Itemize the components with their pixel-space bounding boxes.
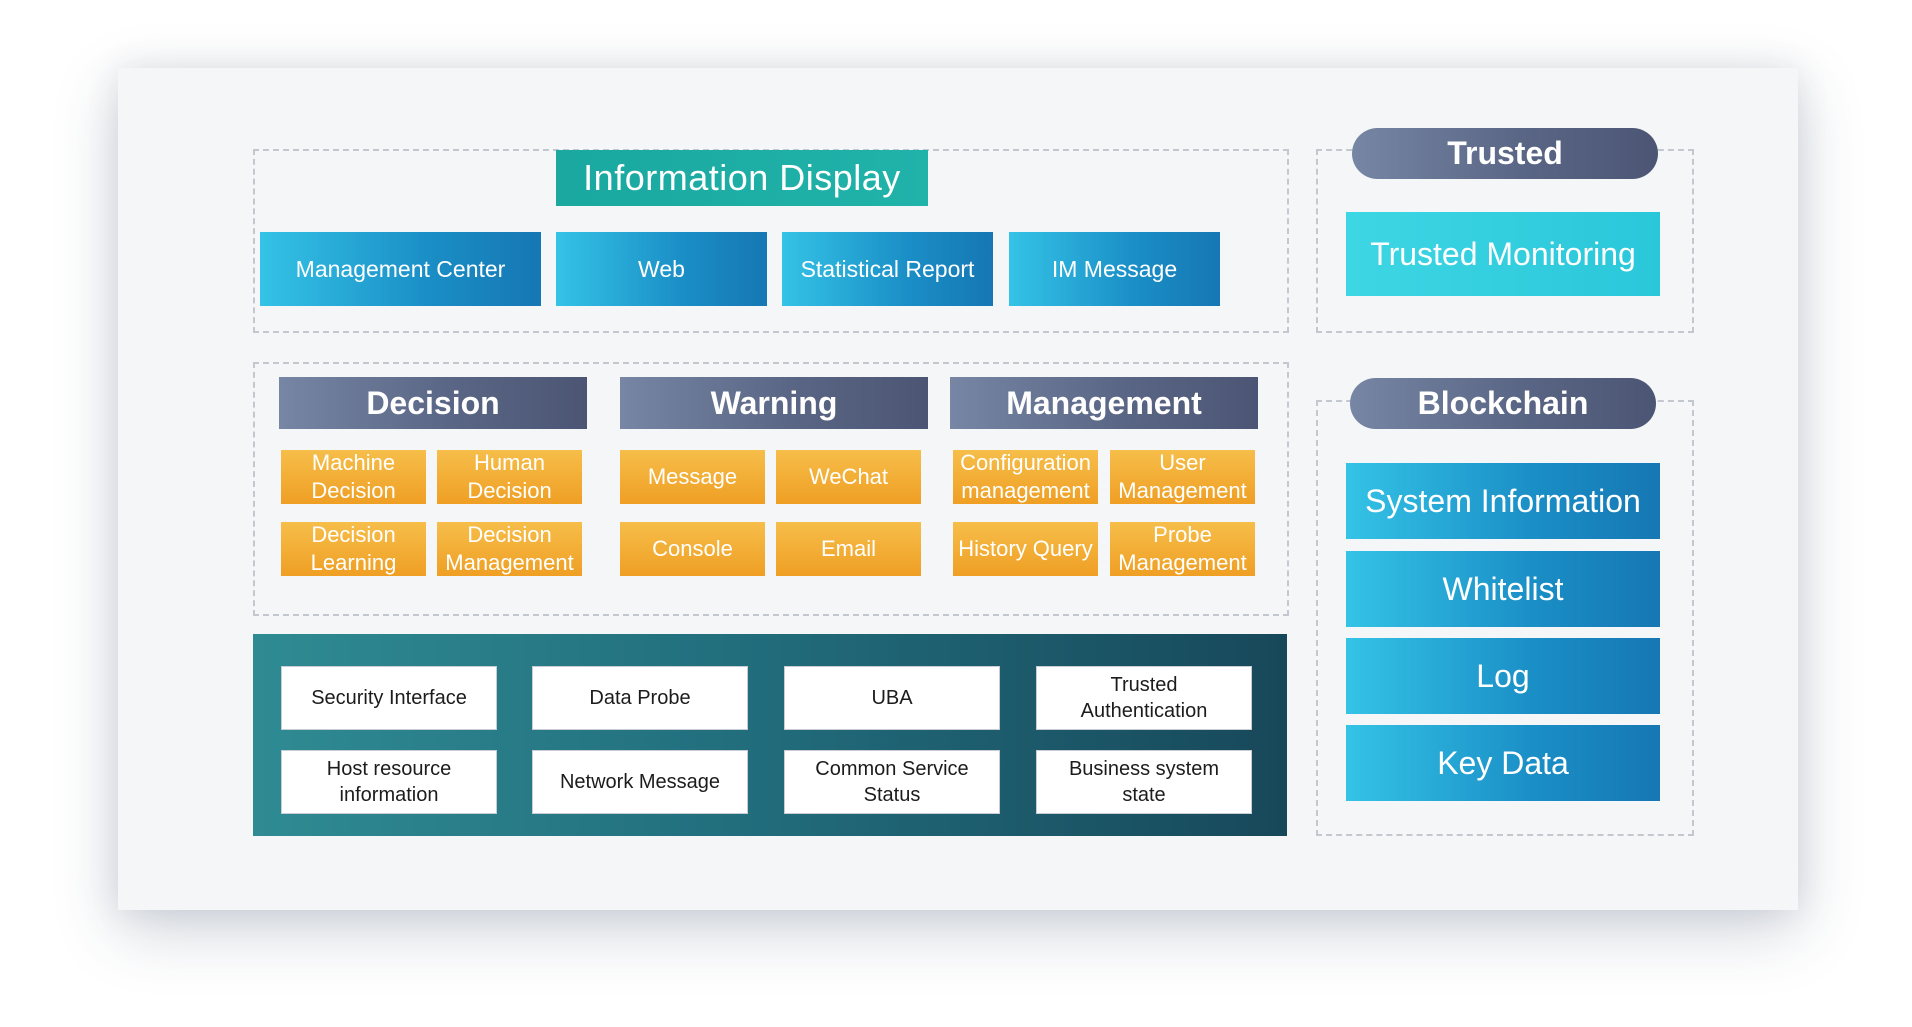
probe-management-box: Probe Management (1110, 522, 1255, 576)
warning-header: Warning (620, 377, 928, 429)
system-information-box: System Information (1346, 463, 1660, 539)
security-interface-box: Security Interface (281, 666, 497, 730)
log-box: Log (1346, 638, 1660, 714)
email-box: Email (776, 522, 921, 576)
host-resource-information-box: Host resource information (281, 750, 497, 814)
user-management-box: User Management (1110, 450, 1255, 504)
business-system-state-box: Business system state (1036, 750, 1252, 814)
message-box: Message (620, 450, 765, 504)
decision-learning-box: Decision Learning (281, 522, 426, 576)
blockchain-header: Blockchain (1350, 378, 1656, 429)
human-decision-box: Human Decision (437, 450, 582, 504)
whitelist-box: Whitelist (1346, 551, 1660, 627)
common-service-status-box: Common Service Status (784, 750, 1000, 814)
uba-box: UBA (784, 666, 1000, 730)
trusted-header: Trusted (1352, 128, 1658, 179)
key-data-box: Key Data (1346, 725, 1660, 801)
console-box: Console (620, 522, 765, 576)
wechat-box: WeChat (776, 450, 921, 504)
management-center-box: Management Center (260, 232, 541, 306)
history-query-box: History Query (953, 522, 1098, 576)
im-message-box: IM Message (1009, 232, 1220, 306)
business-logic-group (253, 362, 1289, 616)
data-probe-box: Data Probe (532, 666, 748, 730)
configuration-management-box: Configuration management (953, 450, 1098, 504)
trusted-authentication-box: Trusted Authentication (1036, 666, 1252, 730)
web-box: Web (556, 232, 767, 306)
machine-decision-box: Machine Decision (281, 450, 426, 504)
information-display-title: Information Display (556, 150, 928, 206)
decision-management-box: Decision Management (437, 522, 582, 576)
management-header: Management (950, 377, 1258, 429)
decision-header: Decision (279, 377, 587, 429)
statistical-report-box: Statistical Report (782, 232, 993, 306)
trusted-monitoring-box: Trusted Monitoring (1346, 212, 1660, 296)
network-message-box: Network Message (532, 750, 748, 814)
